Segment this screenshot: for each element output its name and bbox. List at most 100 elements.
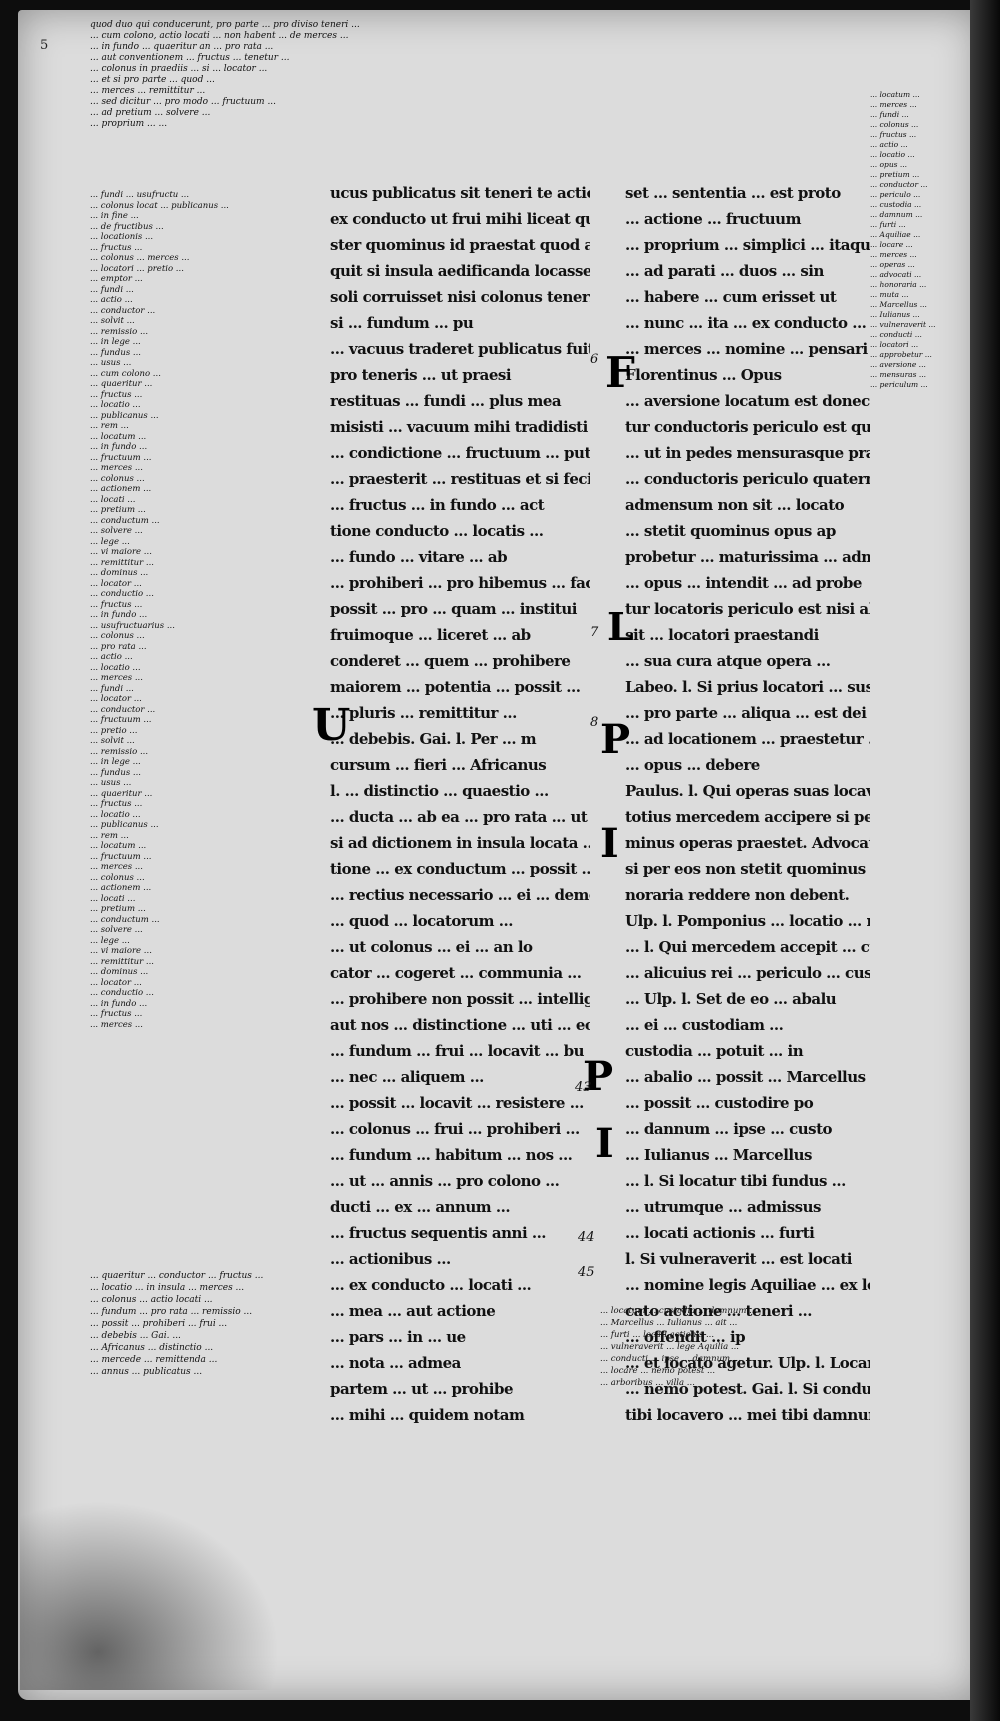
text-line: fruimoque ... liceret ... ab (330, 626, 531, 644)
text-line: cato actione ... teneri ... (625, 1302, 812, 1320)
marginal-number: 6 (590, 352, 599, 367)
text-line: ... colonus ... (90, 473, 145, 484)
text-line: ... usus ... (90, 778, 132, 788)
text-line: ... locatori ... pretio ... (90, 263, 184, 274)
text-line: ... aversione locatum est donec approba (625, 392, 870, 410)
text-line: ... colonus ... frui ... prohiberi ... (330, 1120, 580, 1138)
text-line: ... alicuius rei ... periculo ... custod… (625, 964, 870, 982)
text-line: custodia ... potuit ... in (625, 1042, 804, 1060)
text-line: ... possit ... custodire po (625, 1094, 814, 1112)
text-line: ... solvere ... (90, 925, 143, 935)
text-line: ... conductor ... (870, 180, 928, 189)
initial-p: P (600, 716, 631, 763)
text-line: ... ad pretium ... solvere ... (90, 108, 211, 118)
text-line: ... pretium ... (90, 904, 146, 914)
text-line: Florentinus ... Opus (625, 366, 782, 384)
text-line: ... approbetur ... (870, 350, 932, 359)
marginal-number: 45 (578, 1265, 595, 1280)
text-line: ... debebis. Gai. l. Per ... m (330, 730, 537, 748)
text-line: ... actio ... (90, 652, 133, 662)
text-line: ... dominus ... (90, 568, 149, 578)
text-line: ... fructus ... (90, 599, 143, 610)
text-line: ... possit ... prohiberi ... frui ... (90, 1319, 228, 1329)
text-line: ... conducti ... (870, 330, 922, 339)
text-line: ... in lege ... (90, 757, 141, 767)
text-line: cursum ... fieri ... Africanus (330, 756, 547, 774)
text-line: ... ex conducto ... locati ... (330, 1276, 532, 1294)
text-line: ... locatio ... (90, 400, 141, 410)
text-line: ... lege ... (90, 935, 130, 946)
text-line: ... publicanus ... (90, 820, 159, 830)
text-line: ... fructuum ... (90, 715, 152, 725)
text-line: ... habere ... cum erisset ut (625, 288, 837, 306)
text-line: ... fructuum ... (90, 851, 152, 862)
text-line: ... periculum ... (870, 380, 928, 389)
text-line: ... muta ... (870, 290, 909, 299)
text-line: ucus publicatus sit teneri te actione (330, 184, 590, 202)
text-line: ... ut ... annis ... pro colono ... (330, 1172, 560, 1190)
text-line: sit ... locatori praestandi (625, 626, 819, 644)
text-line: ... locationis ... (90, 232, 154, 242)
main-text-column-b: set ... sententia ... est proto ... actio… (625, 180, 870, 1428)
text-line: ... ei ... custodiam ... (625, 1016, 784, 1034)
text-line: set ... sententia ... est proto (625, 184, 841, 202)
text-line: ... in fundo ... quaeritur an ... pro ra… (90, 42, 274, 52)
bottom-gloss-right: ... locatum ... custodia ... damnum ....… (600, 1305, 940, 1389)
text-line: ... remittitur ... (90, 956, 154, 967)
text-line: ... fundum ... pro rata ... remissio ... (90, 1307, 253, 1317)
text-line: restituas ... fundi ... plus mea (330, 392, 562, 410)
text-line: ... locatio ... (90, 809, 141, 820)
text-line: ... periculo ... (870, 190, 921, 199)
text-line: misisti ... vacuum mihi tradidisti (330, 418, 588, 436)
initial-p-lower: P (583, 1053, 614, 1100)
text-line: ... emptor ... (90, 274, 143, 284)
text-line: tione ... ex conductum ... possit ... ef… (330, 860, 590, 878)
text-line: ... cum colono ... (90, 368, 161, 379)
text-line: ... colonus ... (870, 120, 919, 129)
text-line: ... Africanus ... distinctio ... (90, 1343, 214, 1353)
text-line: ... fundi ... (90, 284, 134, 295)
text-line: ... merces ... (870, 250, 917, 259)
right-gloss: ... locatum ...... merces ...... fundi .… (870, 90, 970, 390)
text-line: ... in fundo ... (90, 998, 148, 1009)
text-line: ... l. Qui mercedem accepit ... custodi (625, 938, 870, 956)
text-line: maiorem ... potentia ... possit ... (330, 678, 581, 696)
text-line: ... dannum ... ipse ... custo (625, 1120, 833, 1138)
initial-f: F (605, 348, 635, 397)
text-line: ... vi maiore ... (90, 946, 152, 956)
text-line: ... nunc ... ita ... ex conducto ... ut … (625, 314, 870, 332)
text-line: l. ... distinctio ... quaestio ... (330, 782, 549, 800)
text-line: ... ad parati ... duos ... sin (625, 262, 824, 280)
text-line: ... furti ... (870, 220, 906, 229)
text-line: ... pretio ... (90, 725, 138, 736)
text-line: ... mea ... aut actione (330, 1302, 496, 1320)
text-line: ... sua cura atque opera ... (625, 652, 831, 670)
text-line: ... remissio ... (90, 746, 149, 757)
marginal-number: 44 (578, 1230, 595, 1245)
bottom-gloss-left: ... quaeritur ... conductor ... fructus … (90, 1270, 570, 1378)
text-line: ... merces ... (870, 100, 917, 109)
text-line: ... proprium ... ... (90, 119, 168, 129)
text-line: probetur ... maturissima ... admissio (625, 548, 870, 566)
text-line: ... pretium ... (90, 505, 146, 515)
text-line: ... quaeritur ... (90, 788, 153, 799)
top-gloss: quod duo qui conducerunt, pro parte ... … (90, 20, 590, 130)
text-line: ... actio ... (90, 295, 133, 305)
stain (20, 1500, 280, 1690)
text-line: ... in fundo ... (90, 610, 148, 620)
text-line: ... conductor ... (90, 704, 156, 715)
text-line: ... opus ... intendit ... ad probe (625, 574, 862, 592)
text-line: ... vacuus traderet publicatus fuit pro (330, 340, 590, 358)
text-line: ... colonus locat ... publicanus ... (90, 200, 229, 211)
text-line: ... actionibus ... (330, 1250, 451, 1268)
text-line: pro teneris ... ut praesi (330, 366, 512, 384)
text-line: ... actione ... fructuum (625, 210, 801, 228)
text-line: ... custodia ... (870, 200, 922, 209)
text-line: ... honoraria ... (870, 280, 927, 289)
text-line: ... pretium ... (870, 170, 920, 179)
text-line: ... actio ... (870, 140, 908, 149)
text-line: ... fructus sequentis anni ... (330, 1224, 547, 1242)
text-line: ... colonus ... (90, 872, 145, 883)
text-line: ... l. Si locatur tibi fundus ... (625, 1172, 846, 1190)
